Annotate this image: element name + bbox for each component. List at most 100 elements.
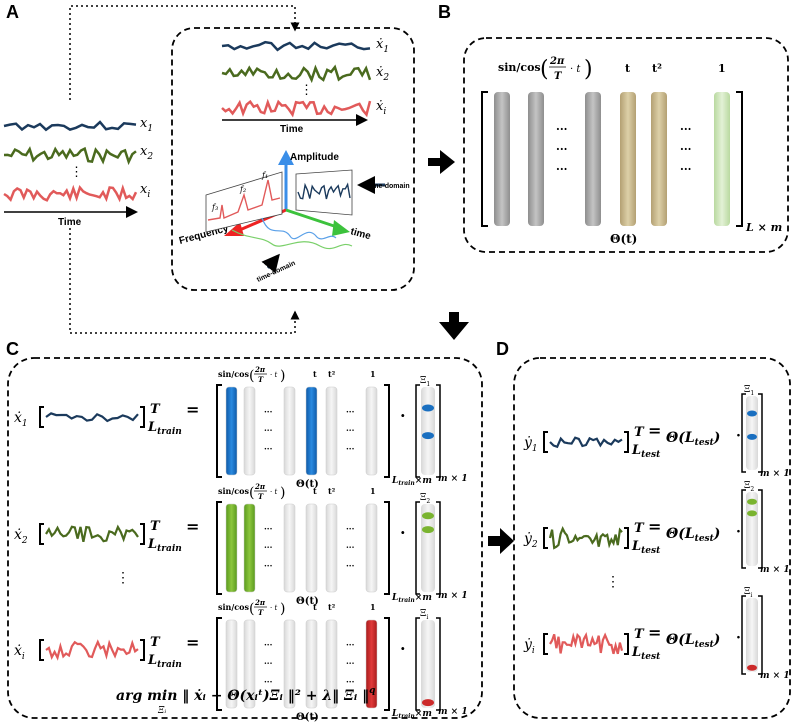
b-paren-r: ): [584, 57, 593, 82]
b-t: t: [625, 62, 631, 75]
d-row-bracket-left: [543, 527, 548, 549]
c-xi-vector: [421, 387, 435, 475]
c-matrix-col: [225, 503, 238, 593]
c-matrix-dots: ...: [264, 441, 273, 451]
c-matrix-col: [365, 619, 378, 709]
d-row-equals: =: [648, 517, 661, 536]
c-head-frac-num: 2π: [254, 598, 266, 607]
b-dots-5: ...: [680, 140, 692, 153]
c-xi-bracket-left: [415, 501, 420, 595]
d-xi-label: Ξi: [744, 587, 752, 599]
d-row-equals: =: [648, 623, 661, 642]
c-row-var: ẋ2: [14, 527, 28, 546]
c-matrix-dots: ...: [264, 405, 273, 415]
d-xi-nonzero: [747, 664, 757, 671]
vdots-a2: ⋮: [300, 83, 313, 98]
dotted-connector-top: [69, 5, 300, 100]
c-row-bracket-right: [140, 523, 145, 545]
c-matrix-theta: Θ(t): [296, 712, 319, 723]
d-vdots: ⋮: [606, 574, 620, 590]
c-xi-nonzero: [422, 699, 434, 707]
c-xi-nonzero: [422, 404, 434, 412]
d-xi-bracket-left: [741, 595, 746, 675]
c-row-sup-t: T: [150, 519, 161, 534]
c-row-dot: ·: [400, 406, 406, 425]
c-head-dot-t: · t: [270, 488, 277, 496]
c-row-series: [45, 639, 139, 661]
c-matrix-col: [243, 619, 256, 709]
b-t2: t²: [652, 62, 662, 75]
b-dot-t: · t: [570, 64, 581, 75]
d-row-bracket-right: [624, 527, 629, 549]
c-matrix-bracket-right: [384, 384, 390, 478]
f2-label: f₂: [239, 185, 246, 194]
c-xi-bracket-right: [436, 501, 441, 595]
c-matrix-col: [225, 619, 238, 709]
c-matrix-col: [243, 386, 256, 476]
b-dots-3: ...: [556, 160, 568, 173]
c-head-t2: t²: [328, 486, 336, 496]
c-objective-sub: Ξᵢ: [157, 706, 166, 716]
inset-box-a: [171, 27, 415, 291]
b-frac-num: 2π: [549, 56, 565, 67]
b-bracket-right: [736, 91, 743, 227]
deriv-label-i: ẋi: [376, 99, 386, 117]
c-matrix-col: [283, 503, 296, 593]
spectrum-curve: [207, 179, 281, 221]
c-head-sincos: sin/cos: [218, 602, 249, 612]
c-head-dot-t: · t: [270, 604, 277, 612]
d-row-sup-t: T: [634, 627, 645, 642]
amplitude-arrow: [278, 150, 294, 165]
panel-d-box: [513, 357, 791, 719]
d-row-series: [549, 436, 623, 449]
c-matrix-dots: ...: [346, 522, 355, 532]
c-matrix-bracket-right: [384, 617, 390, 711]
arrow-c-to-d: [488, 528, 514, 554]
c-matrix-bracket-left: [216, 501, 222, 595]
c-row-dot: ·: [400, 523, 406, 542]
panel-a-letter: A: [6, 2, 19, 22]
library-matrix-b: sin/cos ( 2π T · t ) t t² 1 ... ... ... …: [481, 56, 782, 246]
c-row-dot: ·: [400, 639, 406, 658]
d-xi-vector: [746, 598, 758, 672]
series-label-x1: x1: [140, 116, 153, 134]
c-xi-nonzero: [422, 526, 434, 534]
c-xi-size: m × 1: [438, 591, 468, 601]
c-row-series: [45, 412, 139, 423]
b-col-3: [585, 92, 601, 226]
c-head-sincos: sin/cos: [218, 486, 249, 496]
c-matrix-dots: ...: [346, 423, 355, 433]
c-matrix-col: [283, 386, 296, 476]
c-xi-nonzero: [422, 512, 434, 520]
panel-b-letter: B: [438, 2, 451, 22]
c-matrix-col: [305, 386, 318, 476]
d-row-bracket-left: [543, 633, 548, 655]
b-col-one: [714, 92, 730, 226]
c-head-frac-den: T: [258, 608, 264, 617]
c-row-L: Ltrain: [147, 653, 182, 670]
c-matrix-col: [305, 503, 318, 593]
series-x1: [3, 120, 137, 132]
d-xi-vector: [746, 396, 758, 470]
projection-green: [231, 229, 353, 250]
c-matrix-size: Ltrain×m: [391, 709, 432, 720]
c-matrix-col: [365, 386, 378, 476]
c-row-equals: =: [186, 517, 199, 536]
deriv-label-1: ẋ1: [376, 37, 389, 55]
c-xi-vector: [421, 504, 435, 592]
c-xi-label: Ξ1: [420, 376, 430, 388]
c-matrix-dots: ...: [264, 522, 273, 532]
d-xi-nonzero: [747, 410, 757, 417]
c-matrix-dots: ...: [264, 423, 273, 433]
c-xi-bracket-right: [436, 617, 441, 711]
d-xi-bracket-right: [758, 595, 763, 675]
c-matrix-theta: Θ(t): [296, 479, 319, 490]
series-xi: [3, 184, 138, 203]
series-x2: [3, 146, 137, 166]
b-dots-4: ...: [680, 120, 692, 133]
b-paren-l: (: [540, 57, 549, 82]
arrow-a-to-b: [428, 150, 455, 174]
series-dx2: [221, 64, 372, 84]
c-head-t: t: [313, 602, 317, 612]
